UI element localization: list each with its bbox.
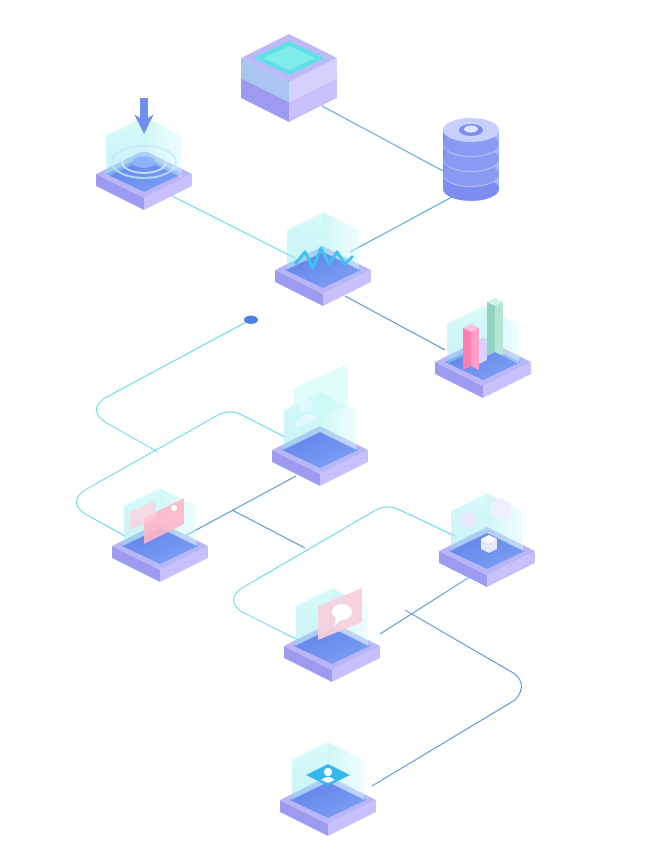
link-server-database: [321, 105, 446, 173]
link-download-wave: [171, 195, 296, 259]
id-card-node: [112, 488, 208, 582]
link-database-wave: [349, 196, 453, 253]
download-arrow-icon: [134, 98, 154, 134]
chat-bubble-icon: [318, 588, 362, 640]
cubes-icon: [459, 498, 511, 553]
start-dot: [244, 315, 258, 324]
bar-chart-icon: [463, 298, 503, 370]
link-cubes-loop: [233, 506, 456, 641]
database-stack-icon: [443, 118, 499, 201]
server-node: [241, 34, 337, 122]
link-dot-loop: [96, 319, 251, 453]
link-chat-contact: [371, 609, 522, 787]
cubes-node: [439, 493, 535, 587]
chat-node: [284, 588, 380, 682]
download-node: [96, 98, 192, 210]
waveform-icon: [293, 246, 355, 270]
link-card-profile: [184, 475, 297, 537]
link-chat-cubes: [379, 577, 469, 635]
link-wave-chart: [344, 295, 446, 351]
analytics-wave-node: [275, 212, 371, 306]
link-card-down: [231, 509, 306, 549]
user-profile-icon: [296, 400, 316, 428]
user-profile-node: [272, 364, 368, 486]
link-profile-loop: [76, 411, 286, 537]
contact-card-icon: [306, 764, 350, 786]
database-node: [443, 118, 499, 201]
id-card-icon: [130, 498, 184, 544]
contact-node: [280, 742, 376, 836]
bar-chart-node: [435, 298, 531, 398]
connection-lines: [76, 105, 522, 787]
